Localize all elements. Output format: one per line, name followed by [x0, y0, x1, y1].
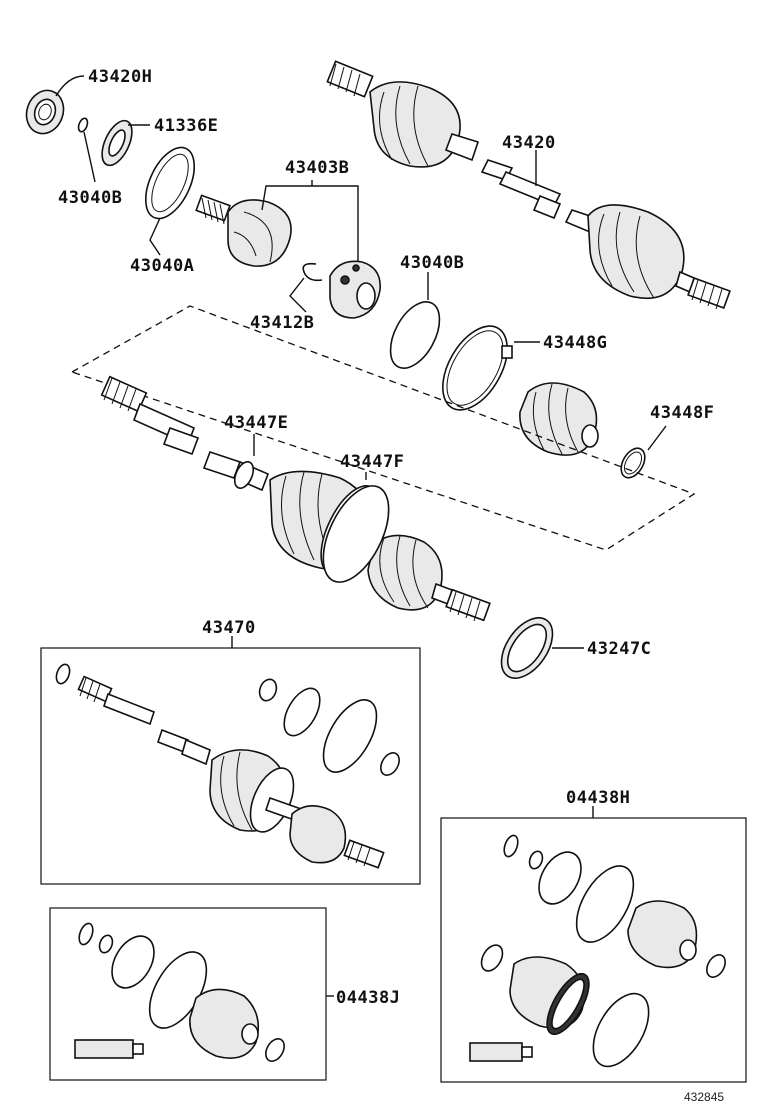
boot-clamp-43447F[interactable]	[310, 476, 402, 592]
label-43420H: 43420H	[88, 67, 152, 87]
boot-inboard[interactable]	[519, 382, 599, 456]
label-41336E: 41336E	[154, 116, 218, 136]
label-43447F: 43447F	[340, 452, 404, 472]
label-04438J[interactable]: 04438J	[336, 988, 400, 1008]
label-43448F: 43448F	[650, 403, 714, 423]
boot-clamp-43447E[interactable]	[231, 459, 257, 491]
bearing-41336E[interactable]	[96, 116, 138, 170]
label-43447E: 43447E	[224, 413, 288, 433]
label-43040A: 43040A	[130, 256, 194, 276]
snap-ring-43040B-mid[interactable]	[380, 294, 449, 376]
boot-clamp-43448G[interactable]	[429, 315, 520, 421]
kit-box-04438J	[49, 907, 327, 1081]
shaft-assembly-43470[interactable]	[54, 663, 403, 869]
snap-ring-43412B[interactable]	[302, 262, 323, 282]
label-04438H[interactable]: 04438H	[566, 788, 630, 808]
tripod-joint-43403B[interactable]	[329, 260, 381, 319]
boot-clamp-43448F[interactable]	[616, 444, 649, 482]
kit-box-43470	[40, 647, 421, 885]
label-43412B: 43412B	[250, 313, 314, 333]
label-43420: 43420	[502, 133, 556, 153]
figure-number: 432845	[684, 1090, 724, 1104]
snap-ring-43040B-left[interactable]	[77, 117, 89, 133]
label-43040B-left: 43040B	[58, 188, 122, 208]
boot-kit-04438J[interactable]	[74, 922, 288, 1065]
boot-kit-04438H[interactable]	[469, 834, 729, 1076]
label-43040B-mid: 43040B	[400, 253, 464, 273]
gasket-43040A[interactable]	[136, 140, 204, 226]
label-43470[interactable]: 43470	[202, 618, 256, 638]
label-43247C: 43247C	[587, 639, 651, 659]
oil-seal-43420H[interactable]	[21, 85, 70, 139]
label-43448G: 43448G	[543, 333, 607, 353]
label-43403B: 43403B	[285, 158, 349, 178]
dust-deflector-43247C[interactable]	[491, 609, 563, 688]
kit-group-boundary	[70, 305, 696, 551]
outboard-joint-43403B[interactable]	[195, 194, 292, 267]
drive-shaft-assembly-43420[interactable]	[326, 60, 731, 310]
